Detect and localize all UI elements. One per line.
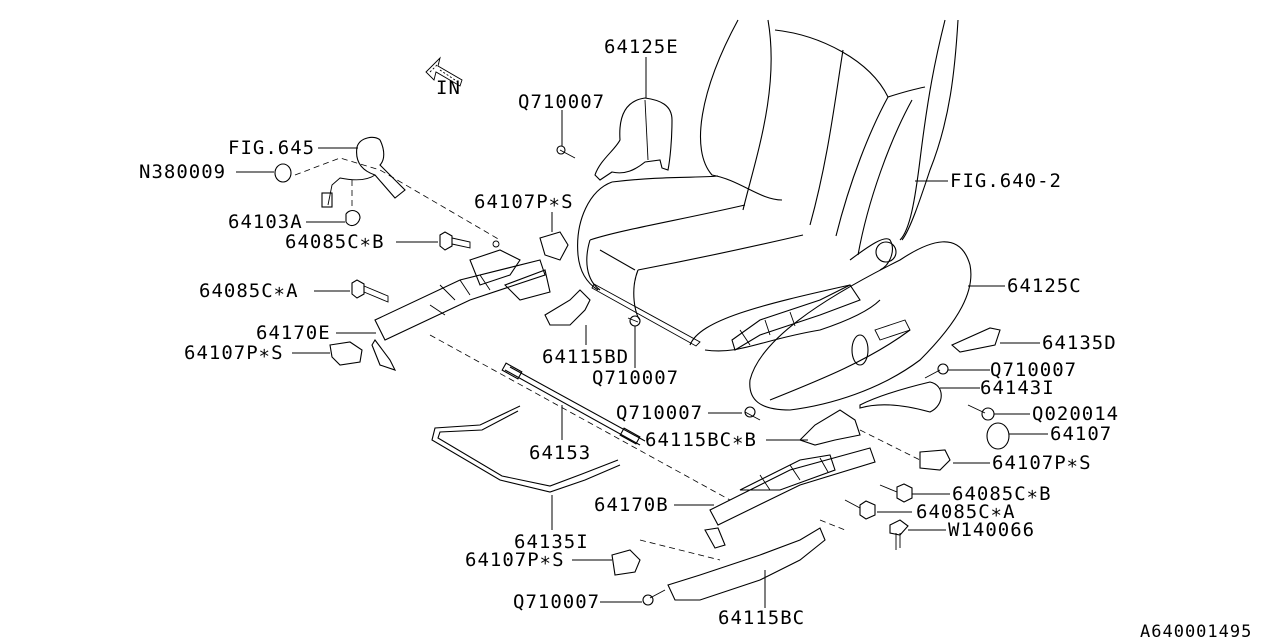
right-seat-rail xyxy=(704,429,921,549)
seat-cushion xyxy=(577,175,897,352)
callout-64107ps-left[interactable]: 64107P∗S xyxy=(184,342,284,364)
callout-64170b[interactable]: 64170B xyxy=(594,494,669,516)
callout-64107ps-right[interactable]: 64107P∗S xyxy=(992,452,1092,474)
callout-q710007-bottom[interactable]: Q710007 xyxy=(513,591,601,613)
callout-q020014[interactable]: Q020014 xyxy=(1032,403,1120,425)
bracket-64115bd xyxy=(544,289,641,327)
callout-64107[interactable]: 64107 xyxy=(1050,423,1113,445)
cap-64107 xyxy=(986,422,1010,450)
callout-64135d[interactable]: 64135D xyxy=(1042,332,1117,354)
callout-q710007-top[interactable]: Q710007 xyxy=(518,91,606,113)
direction-arrow-icon xyxy=(425,56,463,87)
bolt-64085ca-right xyxy=(844,499,876,520)
callout-n380009[interactable]: N380009 xyxy=(139,161,227,183)
callout-q710007-right[interactable]: Q710007 xyxy=(990,359,1078,381)
headrest-guide xyxy=(556,97,673,181)
callout-64170e[interactable]: 64170E xyxy=(256,322,331,344)
seat-belt-buckle xyxy=(274,136,501,241)
callout-64143i[interactable]: 64143I xyxy=(980,377,1055,399)
callout-64085ca-right[interactable]: 64085C∗A xyxy=(916,501,1016,523)
callout-64125c[interactable]: 64125C xyxy=(1007,275,1082,297)
callout-64085ca-left[interactable]: 64085C∗A xyxy=(199,280,299,302)
clip-64107ps-right xyxy=(919,449,951,471)
bolt-64085cb-left xyxy=(439,231,471,251)
direction-in-label: IN xyxy=(436,77,461,99)
screw-q710007-right xyxy=(924,363,949,379)
callout-64125e[interactable]: 64125E xyxy=(604,36,679,58)
callout-64115bcb[interactable]: 64115BC∗B xyxy=(645,429,757,451)
callout-fig645[interactable]: FIG.645 xyxy=(228,137,316,159)
towel-bar-64135i xyxy=(431,405,621,493)
lever-64135d xyxy=(950,327,1001,353)
callout-64135i[interactable]: 64135I xyxy=(514,531,589,553)
bracket-64115bcb xyxy=(744,406,861,446)
side-cover xyxy=(749,241,972,411)
bolt-64085ca-left xyxy=(351,279,389,303)
callout-64107ps-top[interactable]: 64107P∗S xyxy=(474,191,574,213)
seat-back xyxy=(699,19,959,256)
clip-64107ps-top xyxy=(539,231,569,261)
callout-q710007-mid[interactable]: Q710007 xyxy=(592,367,680,389)
clip-w140066 xyxy=(889,519,909,550)
callout-q710007-center[interactable]: Q710007 xyxy=(616,402,704,424)
seat-frame xyxy=(731,284,861,351)
callout-64115bd[interactable]: 64115BD xyxy=(542,346,630,368)
callout-64107ps-bottom[interactable]: 64107P∗S xyxy=(465,549,565,571)
bracket-64115bc xyxy=(639,519,846,606)
figure-id: A640001495 xyxy=(1140,622,1253,642)
callout-fig640-2[interactable]: FIG.640-2 xyxy=(950,170,1062,192)
handle-64143i xyxy=(859,381,942,413)
callout-64103a[interactable]: 64103A xyxy=(228,211,303,233)
callout-w140066[interactable]: W140066 xyxy=(948,519,1036,541)
clip-64107ps-bottom xyxy=(611,549,641,576)
screw-q020014 xyxy=(967,404,995,421)
callout-64085cb-left[interactable]: 64085C∗B xyxy=(285,231,385,253)
cable-64153 xyxy=(429,334,731,501)
bolt-64085cb-right xyxy=(879,483,913,503)
callout-64115bc[interactable]: 64115BC xyxy=(718,607,806,629)
leader-lines xyxy=(236,57,1048,608)
callout-64153[interactable]: 64153 xyxy=(529,442,592,464)
clip-64107ps-left xyxy=(329,341,363,366)
left-seat-rail xyxy=(371,240,551,371)
callout-64085cb-right[interactable]: 64085C∗B xyxy=(952,483,1052,505)
